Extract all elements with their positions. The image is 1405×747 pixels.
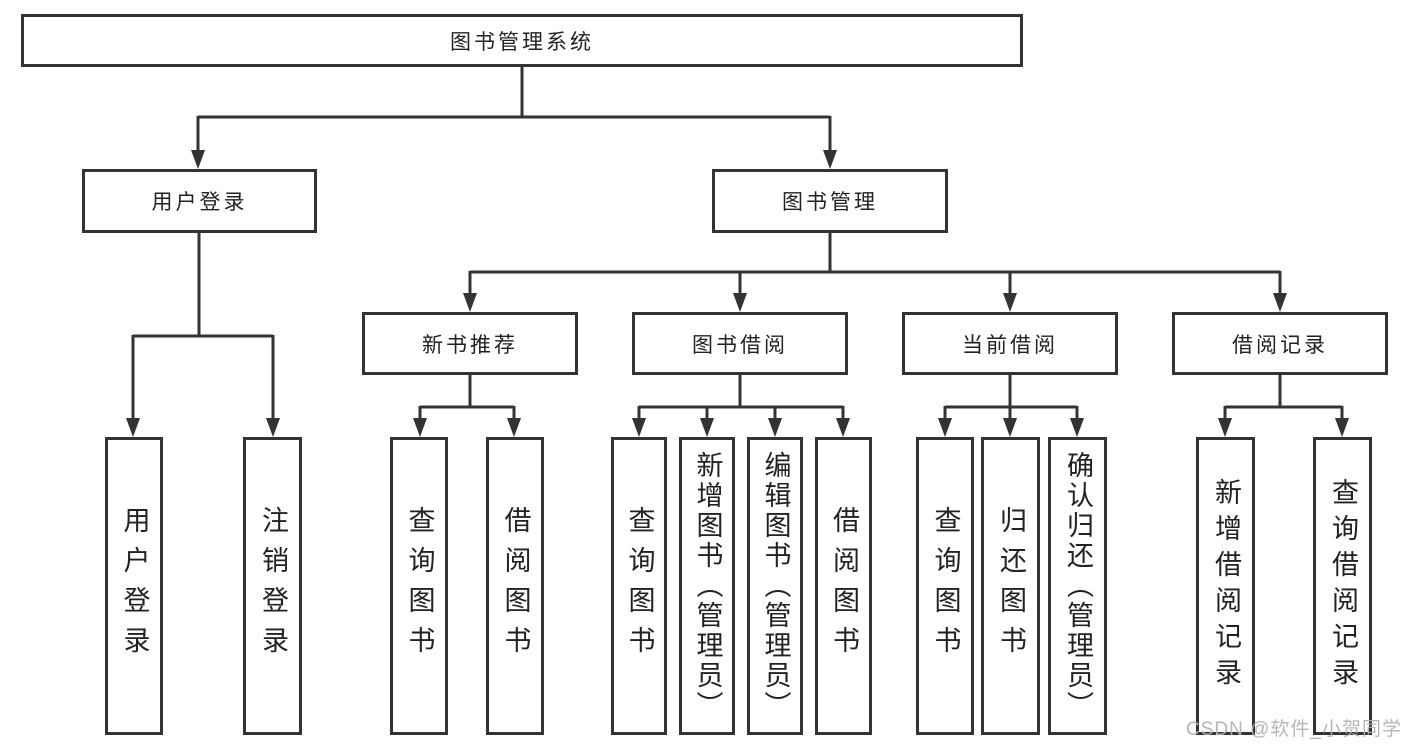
- node-book-management: 图书管理: [712, 169, 948, 233]
- leaf-borrow-books-recommend: 借阅图书: [486, 437, 544, 735]
- leaf-label: 编辑图书（管理员）: [760, 451, 791, 721]
- leaf-edit-books-admin: 编辑图书（管理员）: [747, 437, 803, 735]
- node-new-book-recommend: 新书推荐: [362, 312, 578, 375]
- node-label: 当前借阅: [962, 333, 1058, 357]
- node-label: 图书借阅: [692, 333, 788, 357]
- leaf-query-books-recommend: 查询图书: [390, 437, 448, 735]
- leaf-label: 用户登录: [119, 506, 150, 666]
- leaf-query-books-borrowing: 查询图书: [611, 437, 667, 735]
- node-book-borrowing: 图书借阅: [632, 312, 848, 375]
- leaf-label: 确认归还（管理员）: [1063, 451, 1093, 721]
- leaf-user-login: 用户登录: [105, 437, 163, 735]
- csdn-watermark: CSDN @软件_小贺同学: [1186, 719, 1402, 740]
- leaf-label: 借阅图书: [500, 506, 531, 666]
- node-label: 图书管理系统: [450, 30, 594, 54]
- leaf-label: 借阅图书: [829, 506, 859, 666]
- node-borrow-records: 借阅记录: [1172, 312, 1388, 375]
- node-user-login: 用户登录: [82, 169, 317, 233]
- arrowhead-icons: [126, 150, 1349, 437]
- node-label: 用户登录: [151, 191, 248, 214]
- leaf-label: 查询图书: [624, 506, 655, 666]
- node-current-borrowing: 当前借阅: [902, 312, 1118, 375]
- leaf-return-books: 归还图书: [981, 437, 1040, 735]
- node-label: 借阅记录: [1232, 333, 1328, 357]
- leaf-label: 查询图书: [404, 506, 435, 666]
- leaf-label: 新增借阅记录: [1211, 478, 1241, 694]
- node-library-management-system: 图书管理系统: [21, 14, 1023, 67]
- leaf-borrow-books-borrowing: 借阅图书: [815, 437, 872, 735]
- leaf-confirm-return-admin: 确认归还（管理员）: [1048, 437, 1107, 735]
- leaf-label: 新增图书（管理员）: [692, 451, 723, 721]
- leaf-query-borrow-record: 查询借阅记录: [1313, 437, 1372, 735]
- leaf-query-books-current: 查询图书: [916, 437, 974, 735]
- node-label: 图书管理: [782, 191, 878, 214]
- leaf-label: 归还图书: [996, 506, 1026, 666]
- leaf-add-borrow-record: 新增借阅记录: [1196, 437, 1255, 735]
- leaf-label: 查询图书: [930, 506, 961, 666]
- leaf-add-books-admin: 新增图书（管理员）: [679, 437, 735, 735]
- node-label: 新书推荐: [422, 333, 518, 357]
- leaf-label: 注销登录: [258, 506, 288, 666]
- leaf-logout: 注销登录: [243, 437, 302, 735]
- leaf-label: 查询借阅记录: [1328, 478, 1358, 694]
